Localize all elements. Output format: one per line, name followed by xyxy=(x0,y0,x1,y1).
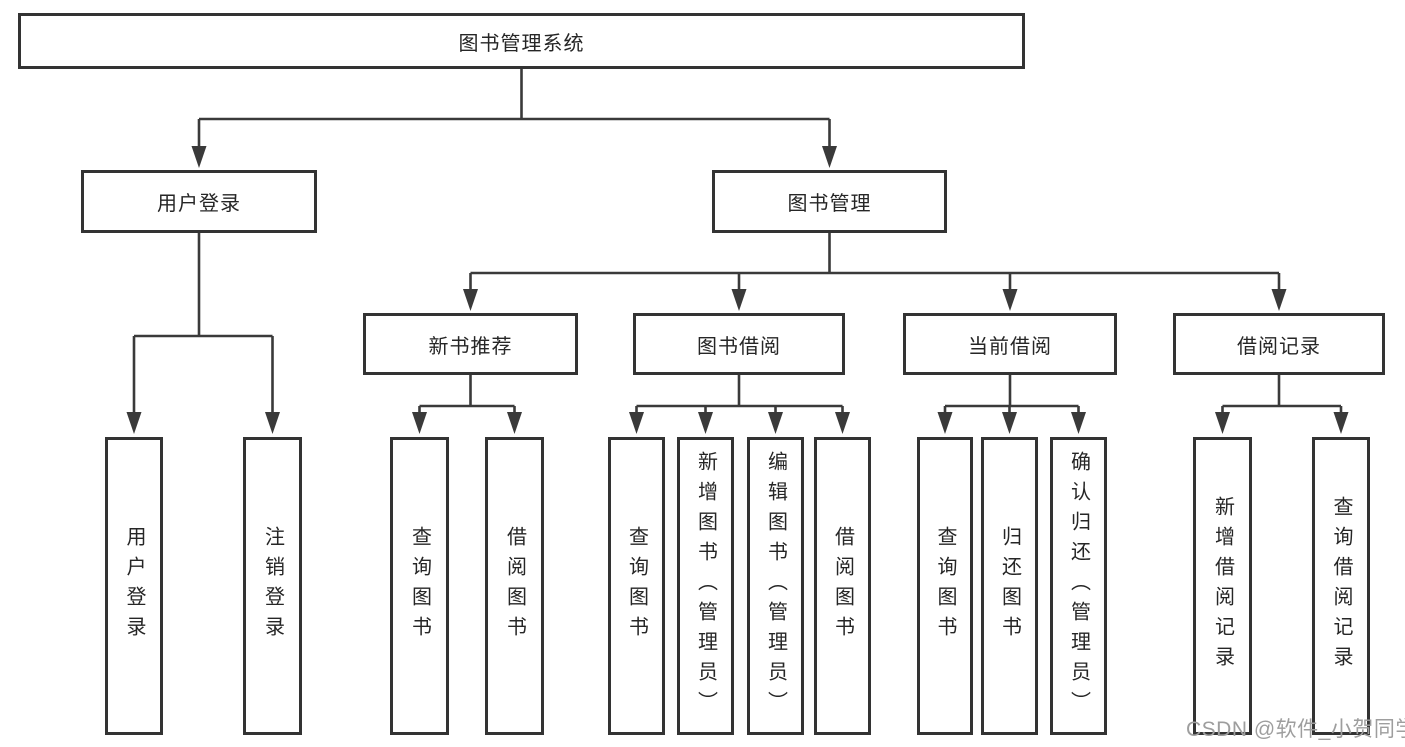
connector-user-login-branch xyxy=(132,231,274,417)
arrowhead-icon xyxy=(1002,412,1017,434)
connector-root-to-level2 xyxy=(197,67,831,150)
leaf-borrow-books-1-label: 借阅图书 xyxy=(503,526,526,646)
leaf-confirm-return-admin: 确认归还（管理员） xyxy=(1050,437,1107,735)
node-root-label: 图书管理系统 xyxy=(458,32,585,55)
node-book-mgmt-label: 图书管理 xyxy=(787,193,872,215)
connector-trunks-and-bars xyxy=(132,67,1343,417)
arrowhead-icon xyxy=(1271,289,1287,311)
leaf-query-books-2: 查询图书 xyxy=(608,437,665,735)
arrowhead-icon xyxy=(698,412,713,434)
connector-new-book-rec xyxy=(418,373,516,417)
node-new-book-rec-label: 新书推荐 xyxy=(428,335,513,358)
node-current-borrow-label: 当前借阅 xyxy=(968,335,1052,358)
node-borrow-records-label: 借阅记录 xyxy=(1237,335,1321,358)
leaf-return-book: 归还图书 xyxy=(981,437,1038,735)
arrowhead-icon xyxy=(731,289,747,311)
node-book-mgmt: 图书管理 xyxy=(712,170,947,233)
leaf-logout: 注销登录 xyxy=(243,437,302,735)
leaf-add-book-admin-label: 新增图书（管理员） xyxy=(694,451,717,721)
arrowhead-icon xyxy=(412,412,427,434)
arrowhead-icon xyxy=(1071,412,1086,434)
connector-borrow-records xyxy=(1221,373,1343,417)
node-user-login: 用户登录 xyxy=(81,170,317,233)
watermark: CSDN @软件_小贺同学 xyxy=(1186,718,1405,741)
node-book-borrow: 图书借阅 xyxy=(633,313,845,375)
node-user-login-label: 用户登录 xyxy=(157,193,241,215)
arrowhead-icon xyxy=(507,412,522,434)
connector-book-mgmt-to-level3 xyxy=(469,231,1281,293)
arrowhead-icon xyxy=(1002,289,1018,311)
arrowhead-icon xyxy=(629,412,644,434)
arrowhead-icon xyxy=(822,146,837,168)
leaf-borrow-books-1: 借阅图书 xyxy=(485,437,544,735)
arrowhead-icon xyxy=(1215,412,1230,434)
leaf-return-book-label: 归还图书 xyxy=(998,526,1021,646)
leaf-add-book-admin: 新增图书（管理员） xyxy=(677,437,734,735)
leaf-query-books-1: 查询图书 xyxy=(390,437,449,735)
leaf-borrow-books-2-label: 借阅图书 xyxy=(831,526,854,646)
arrowhead-icon xyxy=(191,146,207,168)
leaf-user-login: 用户登录 xyxy=(105,437,163,735)
arrowhead-icon xyxy=(463,289,478,311)
arrowhead-icon xyxy=(835,412,850,434)
leaf-edit-book-admin: 编辑图书（管理员） xyxy=(747,437,804,735)
node-borrow-records: 借阅记录 xyxy=(1173,313,1385,375)
arrowhead-icon xyxy=(768,412,783,434)
arrowhead-icon xyxy=(126,412,142,434)
leaf-borrow-books-2: 借阅图书 xyxy=(814,437,871,735)
node-root: 图书管理系统 xyxy=(18,13,1025,69)
leaf-query-books-3: 查询图书 xyxy=(917,437,973,735)
node-new-book-rec: 新书推荐 xyxy=(363,313,578,375)
leaf-query-borrow-record-label: 查询借阅记录 xyxy=(1330,496,1352,676)
leaf-edit-book-admin-label: 编辑图书（管理员） xyxy=(764,451,787,721)
arrowhead-icon xyxy=(937,412,953,434)
leaf-add-borrow-record: 新增借阅记录 xyxy=(1193,437,1252,735)
connector-current-borrow xyxy=(943,373,1080,417)
arrowhead-icon xyxy=(1333,412,1349,434)
leaf-user-login-label: 用户登录 xyxy=(123,526,145,646)
leaf-query-books-2-label: 查询图书 xyxy=(625,526,648,646)
arrowhead-icons xyxy=(126,146,1349,434)
leaf-confirm-return-admin-label: 确认归还（管理员） xyxy=(1067,451,1090,721)
leaf-query-books-3-label: 查询图书 xyxy=(934,526,956,646)
connector-book-borrow xyxy=(635,373,844,417)
leaf-add-borrow-record-label: 新增借阅记录 xyxy=(1211,496,1234,676)
node-book-borrow-label: 图书借阅 xyxy=(697,335,781,358)
leaf-query-borrow-record: 查询借阅记录 xyxy=(1312,437,1370,735)
leaf-logout-label: 注销登录 xyxy=(261,526,284,646)
leaf-query-books-1-label: 查询图书 xyxy=(408,526,431,646)
node-current-borrow: 当前借阅 xyxy=(903,313,1117,375)
arrowhead-icon xyxy=(265,412,280,434)
